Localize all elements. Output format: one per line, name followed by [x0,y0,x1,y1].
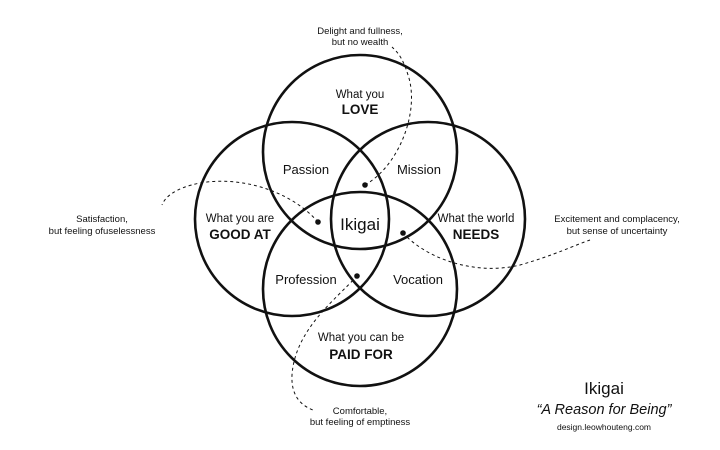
circle-love [261,53,459,251]
annotation-top-line1: Delight and fullness, [317,26,403,37]
marker-dot-top [362,182,368,188]
subtitle: “A Reason for Being” [537,402,673,418]
leader-top [364,46,412,186]
credit: design.leowhouteng.com [557,422,651,432]
passion-label: Passion [283,162,329,177]
love-label-line1: What you [336,89,385,101]
title: Ikigai [584,379,624,398]
leader-right [402,232,591,269]
paid-for-label-line1: What you can be [318,332,404,344]
annotation-top-line2: but no wealth [332,37,389,48]
annotation-right-line2: but sense of uncertainty [567,226,668,237]
good-at-label-line2: GOOD AT [209,227,271,242]
annotation-left-line1: Satisfaction, [76,214,128,225]
vocation-label: Vocation [393,272,443,287]
paid-for-label-line2: PAID FOR [329,347,393,362]
marker-dot-bottom [354,273,360,279]
good-at-label-line1: What you are [206,213,274,225]
needs-label-line2: NEEDS [453,227,500,242]
annotation-bottom-line2: but feeling of emptiness [310,417,411,428]
circle-paid-for [261,190,459,388]
annotation-left-line2: but feeling ofuselessness [49,226,156,237]
marker-dot-right [400,230,406,236]
profession-label: Profession [275,272,336,287]
annotation-right-line1: Excitement and complacency, [554,214,680,225]
annotation-bottom-line1: Comfortable, [333,406,387,417]
love-label-line2: LOVE [342,102,379,117]
leader-bottom [291,275,358,411]
leader-left [161,180,319,223]
marker-dot-left [315,219,321,225]
ikigai-center-label: Ikigai [340,215,380,234]
needs-label-line1: What the world [438,213,515,225]
mission-label: Mission [397,162,441,177]
circle-good-at [193,120,391,318]
circle-needs [329,120,527,318]
